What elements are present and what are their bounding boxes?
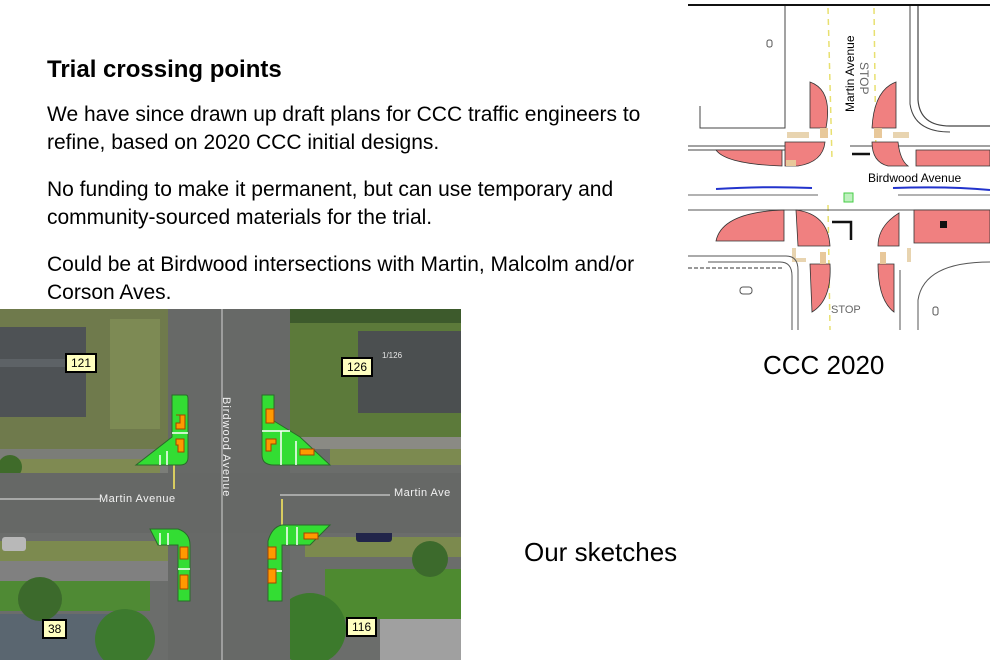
caption-our-sketches: Our sketches [524,537,678,567]
property-label-38: 38 [42,619,68,639]
paragraph-draft-plans: We have since drawn up draft plans for C… [47,103,641,154]
slide-title: Trial crossing points [47,56,282,83]
aerial-sketch-map: Birdwood Avenue Martin Avenue Martin Ave… [0,309,461,665]
aerial-label-birdwood-avenue: Birdwood Avenue [220,397,232,498]
plan-stop-marking-top: STOP [857,62,871,94]
paragraph-funding: No funding to make it permanent, but can… [47,178,614,229]
plan-stop-marking-bottom: STOP [831,304,861,316]
aerial-label-martin-avenue-left: Martin Avenue [99,493,176,505]
property-label-116: 116 [346,617,378,637]
caption-ccc-2020: CCC 2020 [763,350,885,380]
property-label-1-126: 1/126 [382,351,403,360]
plan-label-birdwood-avenue: Birdwood Avenue [868,171,962,185]
paragraph-locations: Could be at Birdwood intersections with … [47,253,635,304]
property-label-121: 121 [65,353,98,373]
aerial-label-martin-avenue-right: Martin Ave [394,487,451,499]
property-label-126: 126 [341,357,374,377]
plan-label-martin-avenue: Martin Avenue [843,35,857,112]
ccc-plan-drawing: Martin Avenue Birdwood Avenue STOP STOP [688,0,990,331]
